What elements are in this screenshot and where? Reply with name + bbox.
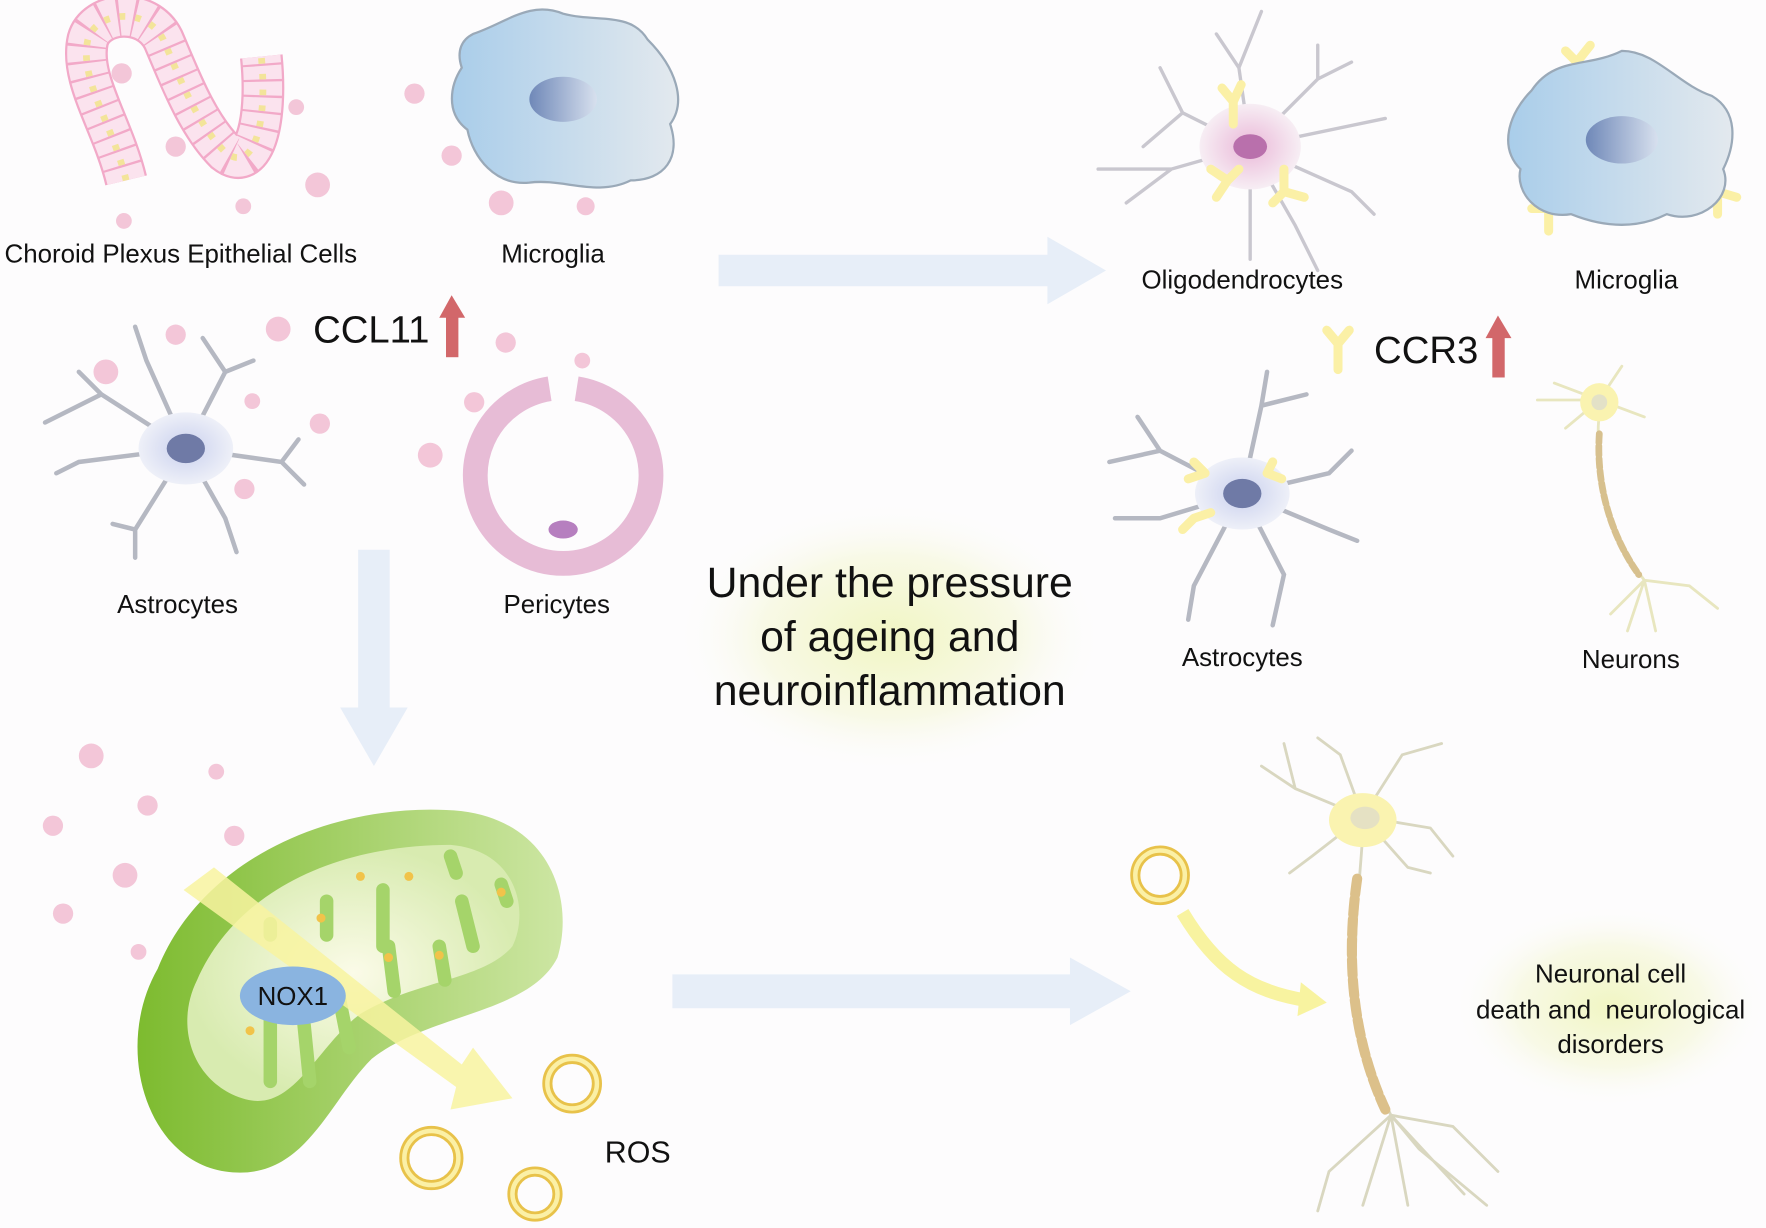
ros-rings-inner [402,848,1188,1219]
microglia-label: Microglia [501,241,605,269]
ccr3-label: CCR3 [1374,329,1478,372]
oligodendrocyte-illustration [1096,9,1388,273]
ccr3-receptor-icon [1322,325,1354,375]
pericytes-label: Pericytes [503,591,610,619]
center-glow [675,501,1104,772]
nox1-label: NOX1 [258,983,329,1011]
outcome-glow [1452,904,1766,1108]
center-line-2: of ageing and [760,613,1019,661]
center-line-1: Under the pressure [707,559,1073,607]
ros-production-arrow [183,867,513,1110]
outcome-line-1: Neuronal cell [1535,960,1686,988]
ros-attack-arrow [1176,908,1308,1007]
flow-arrow-right-top [718,236,1107,305]
pericyte-illustration [462,376,664,576]
outcome-line-2: death and neurological [1476,996,1745,1024]
choroid-plexus-illustration [65,0,285,186]
ccr3-up-arrow-icon [1485,315,1512,378]
astrocytes-label: Astrocytes [117,591,238,619]
flow-arrow-down [340,549,408,767]
flow-arrow-right-bottom [672,957,1131,1026]
microglia-illustration [450,8,680,189]
neuron-illustration-large [1260,736,1500,1213]
oligodendrocytes-label: Oligodendrocytes [1142,267,1344,295]
nox1-enzyme [239,966,346,1026]
neuron-illustration [1535,364,1719,633]
ccl11-label: CCL11 [313,309,429,352]
astrocyte-illustration [42,324,307,560]
ccl11-up-arrow-icon [439,295,466,358]
center-line-3: neuroinflammation [714,667,1066,715]
outcome-line-3: disorders [1557,1031,1664,1059]
neurons-label: Neurons [1582,646,1680,674]
ros-attack-arrowhead [1297,982,1327,1017]
ccl11-particles [42,63,595,960]
astrocytes-label-right: Astrocytes [1182,644,1303,672]
microglia-illustration-right [1507,49,1734,226]
astrocyte-illustration-right [1107,369,1360,628]
microglia-label-right: Microglia [1575,267,1679,295]
ros-label: ROS [605,1135,671,1169]
choroid-plexus-label: Choroid Plexus Epithelial Cells [5,241,358,269]
